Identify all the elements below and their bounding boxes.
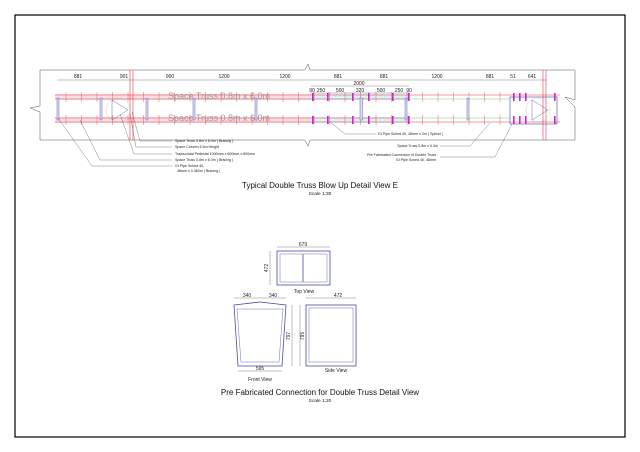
front-view-label: Front View	[248, 377, 272, 383]
svg-text:881: 881	[334, 74, 343, 80]
svg-text:881: 881	[74, 74, 83, 80]
bracing-mark	[513, 116, 515, 124]
svg-text:GI Pipe Sched 40, 48mm: GI Pipe Sched 40, 48mm	[396, 158, 436, 162]
bracing-mark	[519, 116, 521, 124]
callouts-right: GI Pipe Sched 40, 48mm x 2m ( Splicer ) …	[367, 132, 443, 162]
top-view-label: Top View	[294, 289, 315, 295]
svg-text:900: 900	[166, 74, 175, 80]
connection-scale: Scale 1:20	[309, 398, 332, 404]
svg-text:472: 472	[334, 293, 343, 299]
svg-text:500: 500	[377, 88, 386, 94]
connection-title: Pre Fabricated Connection for Double Tru…	[221, 388, 419, 397]
svg-text:Pre Fabricated Connection of D: Pre Fabricated Connection of Double Trus…	[367, 153, 436, 157]
bracing-mark	[312, 93, 314, 101]
svg-text:Trapezoidal Pedestal 1000mm x: Trapezoidal Pedestal 1000mm x 600mm x 80…	[175, 152, 255, 156]
side-view: 472 795 Side View	[299, 293, 357, 374]
splice-total-dim: 2000	[353, 81, 364, 87]
bracing-mark	[327, 93, 329, 101]
svg-text:GI Pipe Sched 40, 48mm x 2m (: GI Pipe Sched 40, 48mm x 2m ( Splicer )	[378, 132, 443, 136]
svg-text:1200: 1200	[431, 74, 442, 80]
connection-right	[525, 97, 551, 123]
bracing-mark	[352, 116, 354, 124]
svg-text:320: 320	[356, 88, 365, 94]
bracing-mark	[554, 116, 556, 124]
top-view: 679 472 Top View	[264, 242, 331, 295]
detail-boundary	[29, 63, 576, 147]
bracing-mark	[368, 116, 370, 124]
bracing-mark	[525, 116, 527, 124]
splice-dimensions: 90 250 500 320 500 250 90	[309, 88, 412, 94]
svg-text:Space Truss 0.8m x 6.0m ( Brac: Space Truss 0.8m x 6.0m ( Bracing )	[175, 158, 233, 162]
front-view: 340 340 595 797 Front View	[233, 293, 293, 383]
bracing-mark	[392, 93, 394, 101]
svg-text:90: 90	[309, 88, 315, 94]
svg-text:90: 90	[406, 88, 412, 94]
svg-text:901: 901	[120, 74, 129, 80]
truss-label-top: Space Truss 0.8m x 6.0m	[168, 91, 270, 101]
bracing-mark	[408, 116, 410, 124]
svg-text:GI Pipe Sched 40,: GI Pipe Sched 40,	[175, 164, 204, 168]
bracing-mark	[327, 116, 329, 124]
connection-left	[105, 97, 131, 123]
svg-text:Space Truss 0.8m x 0.3m: Space Truss 0.8m x 0.3m	[397, 144, 438, 148]
callouts-left: Space Truss 0.8m x 6.0m ( Bracing ) Spac…	[175, 139, 255, 173]
svg-text:500: 500	[336, 88, 345, 94]
svg-text:340: 340	[269, 293, 278, 299]
svg-text:48mm x 0.360m ( Bracing ): 48mm x 0.360m ( Bracing )	[177, 169, 220, 173]
svg-text:Space Column 5.5m Height: Space Column 5.5m Height	[175, 145, 219, 149]
blowup-title: Typical Double Truss Blow Up Detail View…	[242, 181, 398, 190]
top-splice-band	[310, 94, 410, 100]
svg-text:795: 795	[300, 332, 306, 341]
bracing-mark	[352, 93, 354, 101]
svg-text:250: 250	[317, 88, 326, 94]
svg-text:641: 641	[528, 74, 537, 80]
svg-text:472: 472	[264, 264, 270, 273]
truss-blowup-view: Space Truss 0.8m x 6.0m Space Truss 0.8m…	[29, 63, 576, 197]
svg-text:679: 679	[299, 242, 308, 248]
svg-text:Space Truss 0.8m x 6.0m ( Brac: Space Truss 0.8m x 6.0m ( Bracing )	[175, 139, 233, 143]
svg-text:51: 51	[510, 74, 516, 80]
truss-label-bottom: Space Truss 0.8m x 6.0m	[168, 113, 270, 123]
svg-text:1200: 1200	[218, 74, 229, 80]
svg-text:797: 797	[286, 332, 292, 341]
bracing-mark	[408, 93, 410, 101]
bracing-mark	[392, 116, 394, 124]
connection-detail: 679 472 Top View 340 340 595 797 Front V…	[221, 242, 419, 404]
svg-text:595: 595	[256, 366, 265, 372]
svg-text:1200: 1200	[279, 74, 290, 80]
bottom-truss-band	[55, 117, 310, 123]
sheet-border	[14, 14, 626, 438]
bracing-mark	[368, 93, 370, 101]
side-view-label: Side View	[325, 368, 348, 374]
svg-text:340: 340	[243, 293, 252, 299]
top-truss-band	[55, 94, 310, 100]
svg-text:250: 250	[395, 88, 404, 94]
svg-text:881: 881	[486, 74, 495, 80]
bracing-mark	[312, 116, 314, 124]
top-dimensions: 881 901 900 1200 1200 881 881 1200 881 5…	[74, 74, 537, 80]
blowup-scale: Scale 1:30	[309, 191, 332, 197]
svg-text:881: 881	[380, 74, 389, 80]
